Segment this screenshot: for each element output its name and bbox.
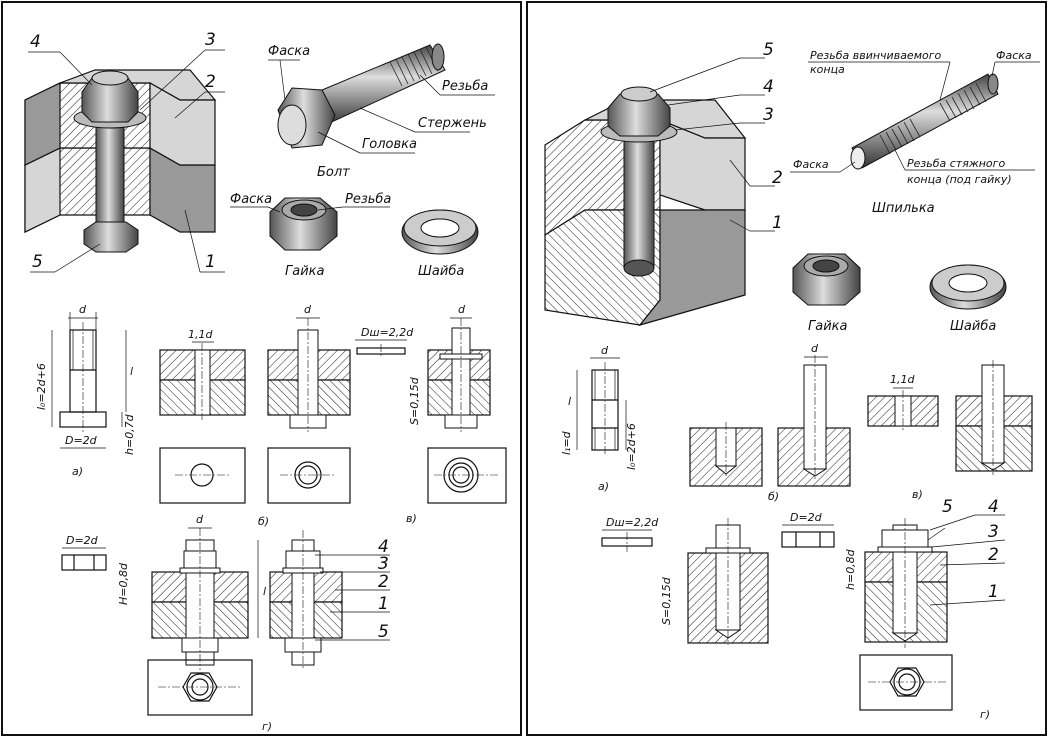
left-drawing-b — [159, 317, 351, 504]
left-v-dim-S: S=0,15d — [408, 376, 421, 425]
nut-chamfer-label: Фаска — [230, 192, 272, 207]
right-nut-title: Гайка — [808, 319, 848, 334]
left-v-dim-d: d — [458, 303, 466, 316]
left-drawing-nut — [61, 547, 107, 571]
right-label-v: в) — [912, 488, 923, 501]
left-drawing-g — [147, 527, 390, 716]
bolt-shank-label: Стержень — [418, 116, 487, 131]
right-washer-iso — [929, 264, 1007, 310]
right-part-number-2: 2 — [772, 168, 783, 188]
left-v-dim-Dw: Dш=2,2d — [361, 326, 414, 339]
right-label-b: б) — [768, 490, 779, 503]
right-drawing-v — [867, 360, 1033, 475]
right-part-number-3: 3 — [763, 105, 774, 125]
right-part-number-1: 1 — [772, 213, 783, 233]
left-nut-dim-D: D=2d — [66, 534, 99, 547]
left-assembly-number-5: 5 — [378, 622, 389, 642]
right-a-dim-d: d — [601, 344, 609, 357]
left-label-b: б) — [258, 515, 269, 528]
stud-screw-thread-label-2: конца — [810, 63, 845, 76]
right-dim-Dw: Dш=2,2d — [606, 516, 659, 529]
left-g-dim-d: d — [196, 513, 204, 526]
left-assembly-number-2: 2 — [378, 572, 389, 592]
right-assembly-number-5: 5 — [942, 497, 953, 517]
left-part-number-2: 2 — [205, 72, 216, 92]
left-part-number-4: 4 — [30, 32, 41, 52]
stud-chamfer-left-label: Фаска — [793, 158, 829, 171]
left-label-v: в) — [406, 512, 417, 525]
left-part-number-5: 5 — [32, 252, 43, 272]
bolt-chamfer-label: Фаска — [268, 44, 310, 59]
stud-tight-thread-label-1: Резьба стяжного — [907, 157, 1005, 170]
right-drawing-stud-in-block — [687, 518, 769, 645]
left-nut-iso — [230, 197, 390, 251]
right-dim-S: S=0,15d — [660, 576, 673, 625]
right-nut-iso — [792, 253, 861, 306]
washer-title: Шайба — [418, 264, 464, 279]
right-nut-dim-D: D=2d — [790, 511, 823, 524]
left-g-dim-l: l — [263, 585, 266, 598]
right-label-a: а) — [598, 480, 609, 493]
stud-chamfer-top-label: Фаска — [996, 49, 1032, 62]
right-assembly-number-1: 1 — [988, 582, 999, 602]
left-label-a: а) — [72, 465, 83, 478]
right-b-dim-d: d — [811, 342, 819, 355]
right-a-dim-l: l — [568, 395, 571, 408]
left-bolt-assembly-iso — [24, 49, 225, 273]
right-drawing-g — [859, 514, 1006, 711]
right-part-number-4: 4 — [763, 77, 774, 97]
stud-screw-thread-label-1: Резьба ввинчиваемого — [810, 49, 942, 62]
right-panel-frame — [526, 1, 1047, 736]
stud-title: Шпилька — [872, 201, 935, 216]
right-v-dim-11d: 1,1d — [890, 373, 915, 386]
right-stud-assembly-iso — [544, 57, 775, 327]
left-a-dim-d: d — [79, 303, 87, 316]
left-washer-iso — [401, 209, 479, 255]
left-assembly-number-1: 1 — [378, 594, 389, 614]
right-assembly-number-4: 4 — [988, 497, 999, 517]
nut-title: Гайка — [285, 264, 325, 279]
left-b-dim-11d: 1,1d — [188, 328, 213, 341]
left-part-number-3: 3 — [205, 30, 216, 50]
left-panel-frame — [1, 1, 522, 736]
bolt-title: Болт — [317, 165, 350, 180]
right-washer-title: Шайба — [950, 319, 996, 334]
left-bolt-iso — [268, 43, 495, 154]
left-part-number-1: 1 — [205, 252, 216, 272]
right-label-g: г) — [980, 708, 990, 721]
right-stud-iso — [790, 61, 1040, 173]
bolt-thread-label: Резьба — [442, 79, 488, 94]
left-label-g: г) — [262, 720, 272, 733]
left-assembly-number-4: 4 — [378, 537, 389, 557]
left-a-dim-l: l — [130, 365, 133, 378]
left-assembly-number-3: 3 — [378, 554, 389, 574]
left-drawing-v — [355, 317, 507, 504]
right-part-number-5: 5 — [763, 40, 774, 60]
right-drawing-washer — [601, 529, 653, 552]
left-nut-dim-H: H=0,8d — [117, 562, 130, 605]
right-drawing-nut — [781, 524, 835, 548]
left-drawing-a-bolt — [51, 312, 127, 449]
right-assembly-number-2: 2 — [988, 545, 999, 565]
left-a-dim-D: D=2d — [65, 434, 98, 447]
right-a-dim-l0: l₀=2d+6 — [625, 423, 638, 470]
right-drawing-b — [689, 355, 851, 487]
right-a-dim-l1: l₁=d — [560, 430, 573, 455]
right-nut-dim-h: h=0,8d — [844, 548, 857, 590]
right-assembly-number-3: 3 — [988, 522, 999, 542]
right-drawing-a-stud — [576, 357, 627, 456]
stud-tight-thread-label-2: конца (под гайку) — [907, 173, 1012, 186]
left-b-dim-d: d — [304, 303, 312, 316]
left-a-dim-h: h=0,7d — [123, 413, 136, 455]
left-a-dim-l0: l₀=2d+6 — [35, 363, 48, 410]
bolt-head-label: Головка — [362, 137, 417, 152]
nut-thread-label: Резьба — [345, 192, 391, 207]
